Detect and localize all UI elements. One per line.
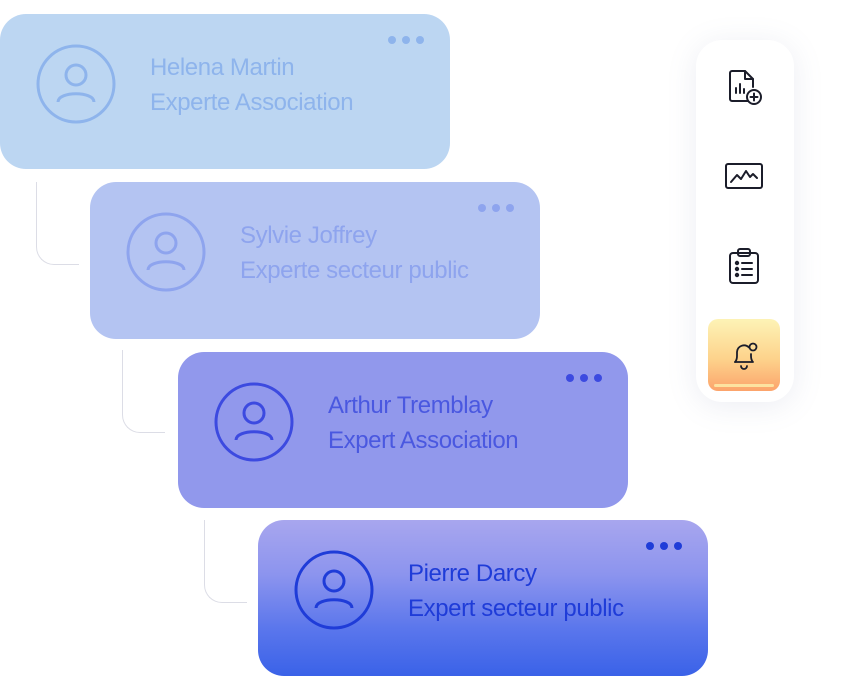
expert-role: Expert Association <box>328 427 519 454</box>
user-avatar-icon <box>126 212 206 292</box>
expert-name: Sylvie Joffrey <box>240 222 377 249</box>
more-options-icon[interactable] <box>388 34 424 46</box>
add-report-button[interactable] <box>708 52 780 124</box>
expert-role: Experte Association <box>150 89 354 116</box>
notifications-button[interactable] <box>708 319 780 391</box>
expert-role: Expert secteur public <box>408 595 624 622</box>
expert-name: Pierre Darcy <box>408 560 537 587</box>
tree-connector <box>204 520 247 603</box>
expert-name: Arthur Tremblay <box>328 392 493 419</box>
report-add-icon <box>729 70 762 105</box>
more-options-icon[interactable] <box>478 202 514 214</box>
tree-connector <box>36 182 79 265</box>
tree-connector <box>122 350 165 433</box>
active-indicator <box>714 384 774 387</box>
clipboard-list-icon <box>729 248 759 284</box>
user-avatar-icon <box>214 382 294 462</box>
chart-line-icon <box>725 163 763 189</box>
user-avatar-icon <box>294 550 374 630</box>
expert-card-helena-martin[interactable]: Helena Martin Experte Association <box>0 14 450 169</box>
expert-name: Helena Martin <box>150 54 295 81</box>
expert-card-pierre-darcy[interactable]: Pierre Darcy Expert secteur public <box>258 520 708 676</box>
expert-card-arthur-tremblay[interactable]: Arthur Tremblay Expert Association <box>178 352 628 508</box>
expert-role: Experte secteur public <box>240 257 469 284</box>
more-options-icon[interactable] <box>646 540 682 552</box>
side-toolbar <box>696 40 794 402</box>
user-avatar-icon <box>36 44 116 124</box>
expert-card-sylvie-joffrey[interactable]: Sylvie Joffrey Experte secteur public <box>90 182 540 339</box>
bell-notification-icon <box>734 342 758 370</box>
analytics-button[interactable] <box>708 140 780 212</box>
more-options-icon[interactable] <box>566 372 602 384</box>
checklist-button[interactable] <box>708 230 780 302</box>
